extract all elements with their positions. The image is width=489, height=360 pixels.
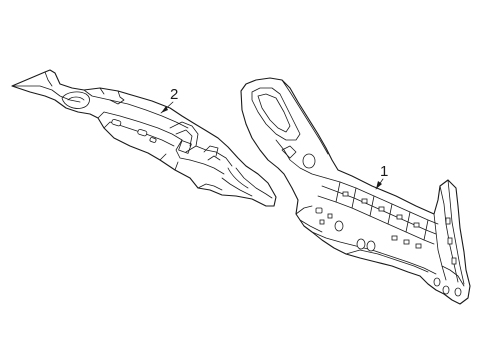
callout-2-arrowhead	[161, 106, 168, 113]
callout-2-label: 2	[170, 86, 178, 103]
callout-1-label: 1	[380, 163, 388, 180]
callout-1: 1	[375, 163, 388, 190]
callout-2: 2	[160, 86, 178, 114]
callout-1-arrowhead	[376, 181, 382, 189]
part-1-drawing	[240, 77, 471, 305]
part-2-drawing	[11, 69, 277, 207]
